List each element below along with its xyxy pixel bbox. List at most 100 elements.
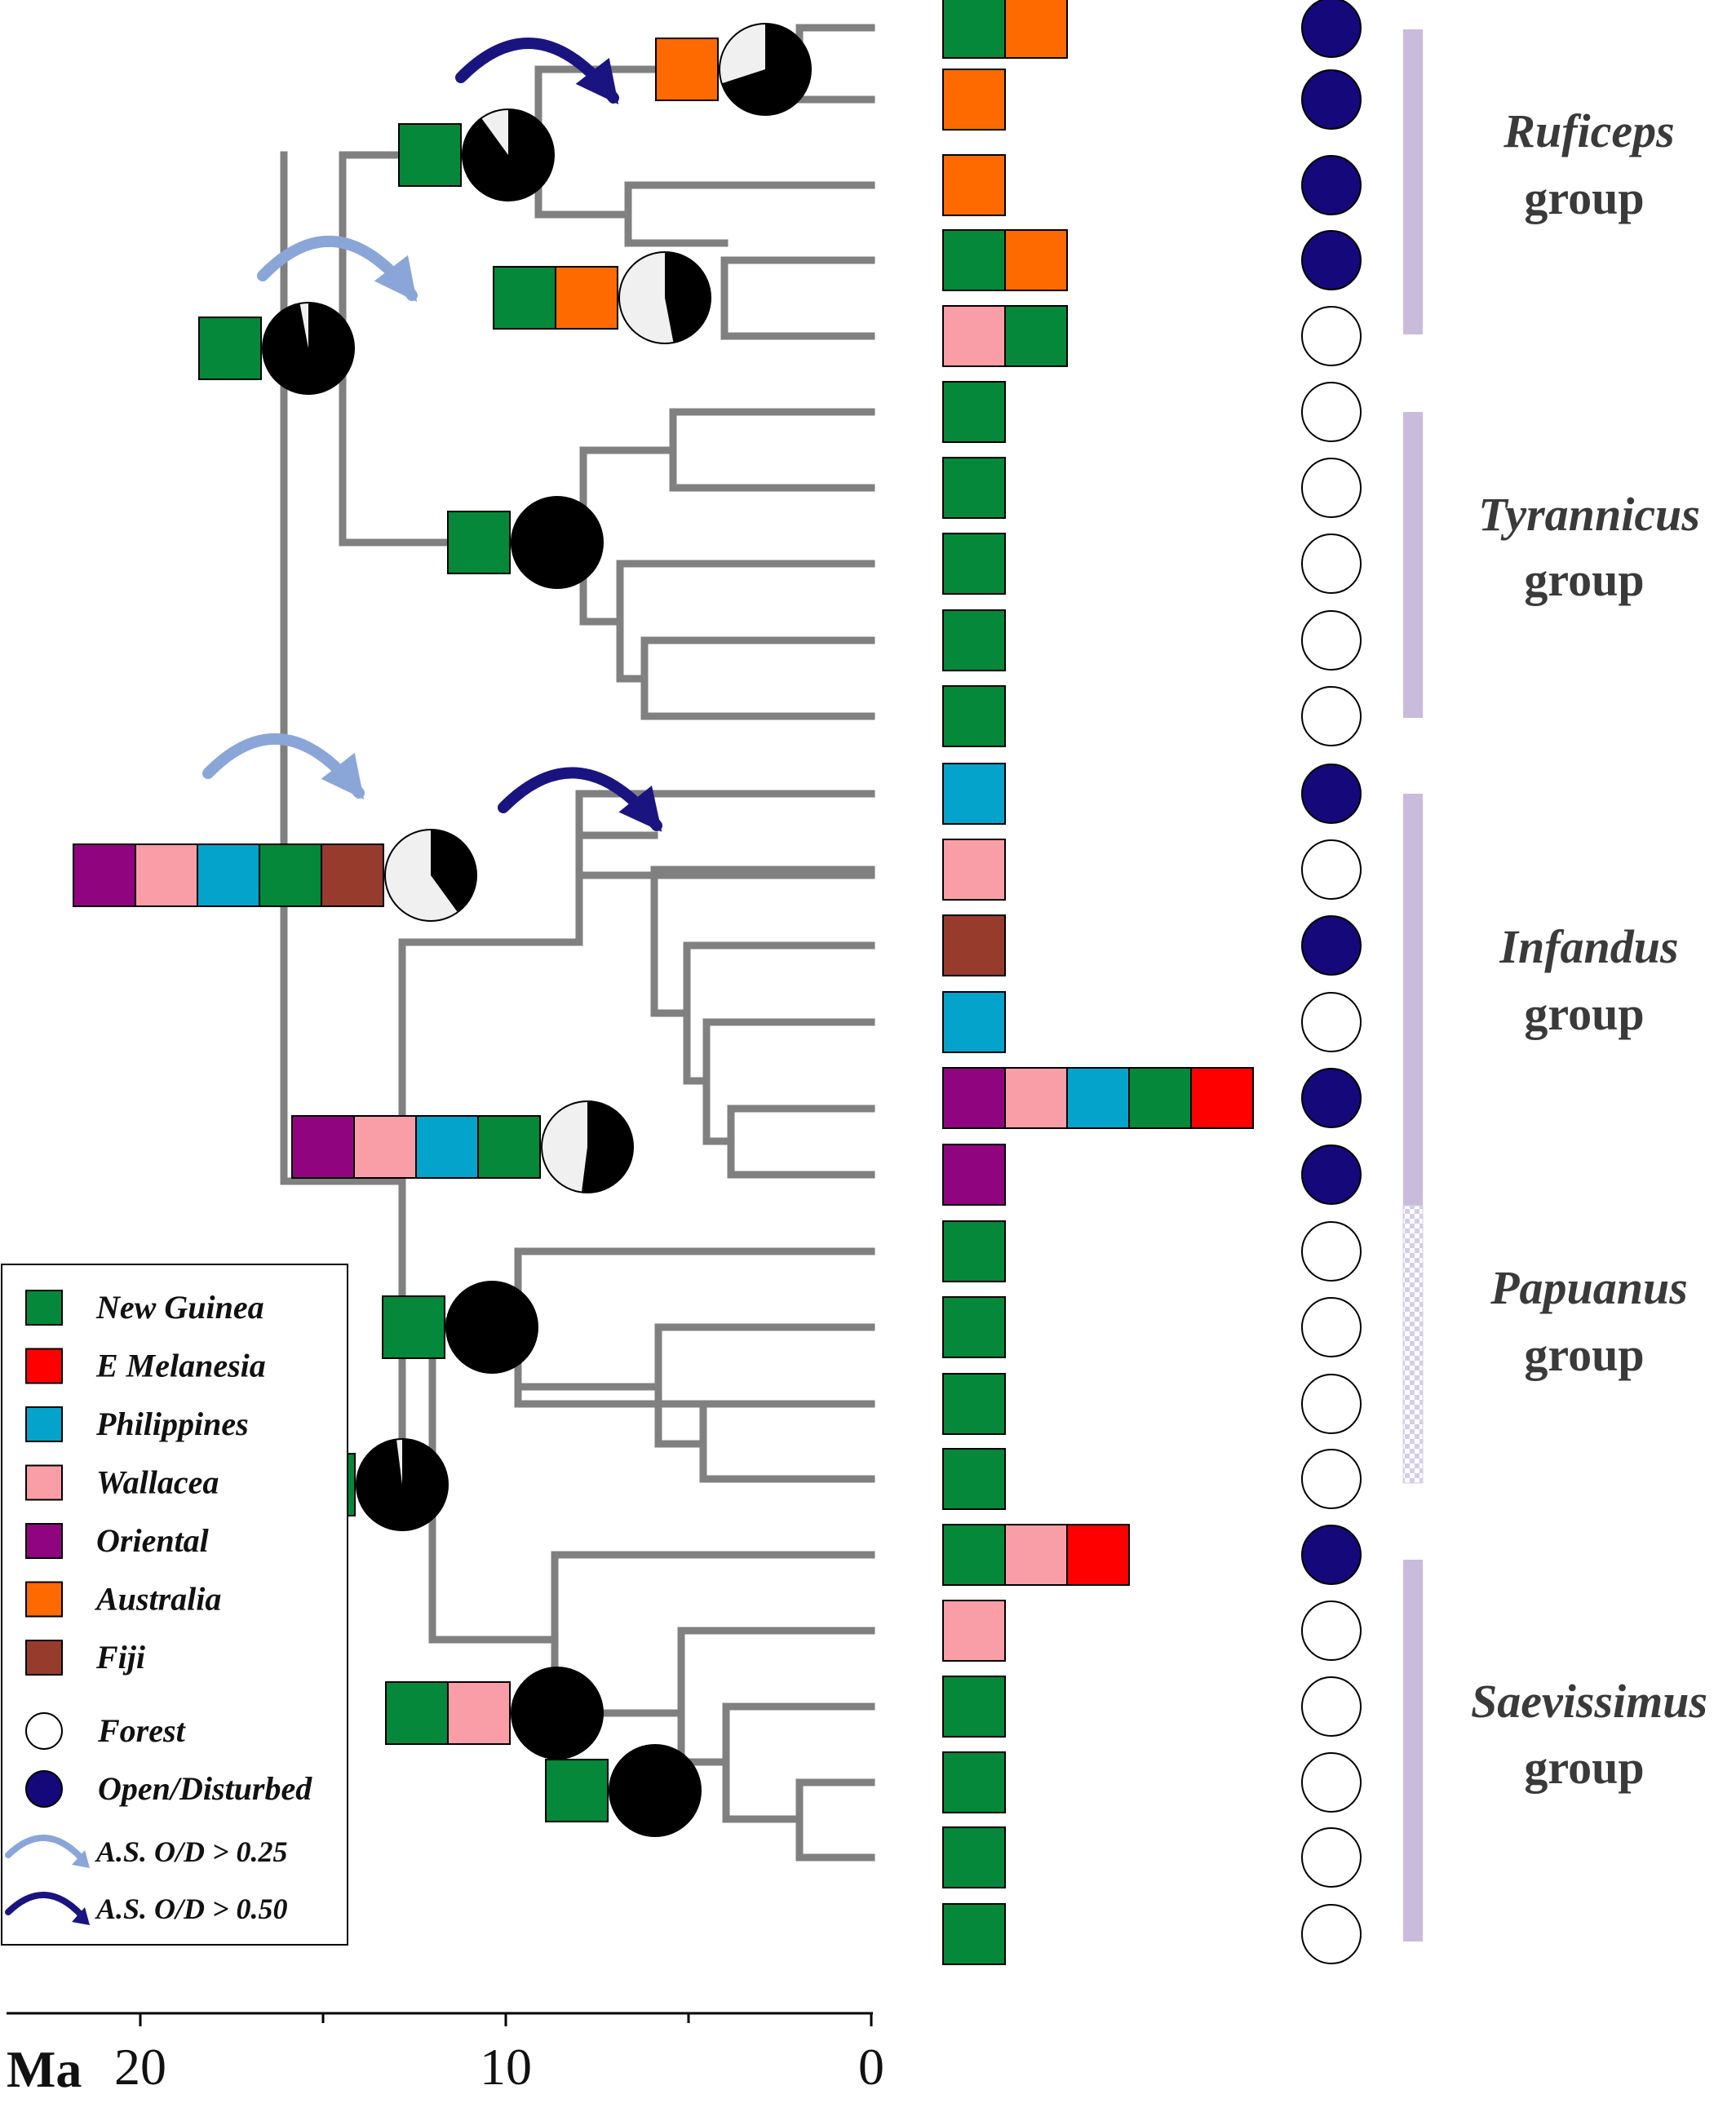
group-name: Papuanus bbox=[1490, 1261, 1688, 1314]
group-bar bbox=[1403, 794, 1423, 1206]
legend-swatch bbox=[25, 1581, 63, 1618]
habitat-circle bbox=[1301, 1525, 1362, 1585]
group-name: Ruficeps bbox=[1503, 104, 1674, 157]
group-bar bbox=[1403, 29, 1423, 334]
tip-region-box bbox=[1128, 1067, 1192, 1129]
arrow-light-head bbox=[321, 752, 365, 799]
node-pie-open bbox=[512, 1667, 603, 1759]
node-pie-open bbox=[263, 303, 355, 395]
legend-habitat-swatch bbox=[25, 1712, 63, 1750]
habitat-circle bbox=[1301, 915, 1362, 976]
group-name: Infandus bbox=[1499, 920, 1678, 973]
tip-region-box bbox=[942, 1448, 1006, 1510]
legend-label: New Guinea bbox=[95, 1289, 264, 1326]
tip-region-box bbox=[942, 0, 1006, 59]
axis-tick-label: 10 bbox=[480, 2038, 532, 2096]
habitat-circle bbox=[1301, 1600, 1362, 1661]
legend-habitat-swatch bbox=[25, 1770, 63, 1808]
tip-region-box bbox=[942, 229, 1006, 291]
tip-region-box bbox=[1004, 0, 1068, 59]
tip-region-box bbox=[942, 533, 1006, 595]
tip-region-box bbox=[942, 1751, 1006, 1813]
tip-region-box bbox=[1066, 1524, 1130, 1586]
tip-region-box bbox=[1004, 229, 1068, 291]
tip-region-box bbox=[1004, 1067, 1068, 1129]
tip-region-box bbox=[1004, 1524, 1068, 1586]
tip-region-box bbox=[942, 991, 1006, 1053]
legend-label: Philippines bbox=[95, 1406, 249, 1442]
legend-label: A.S. O/D > 0.50 bbox=[95, 1893, 288, 1925]
group-name: Saevissimus bbox=[1471, 1675, 1707, 1728]
tip-region-box bbox=[942, 69, 1006, 131]
node-region-box bbox=[197, 843, 260, 907]
legend-label: Forest bbox=[97, 1712, 187, 1749]
node-region-box bbox=[415, 1115, 479, 1179]
node-region-box bbox=[382, 1295, 445, 1359]
node-region-box bbox=[477, 1115, 541, 1179]
tip-region-box bbox=[942, 1903, 1006, 1965]
habitat-circle bbox=[1301, 1449, 1362, 1509]
tip-region-box bbox=[942, 1144, 1006, 1206]
node-region-box bbox=[198, 317, 262, 380]
habitat-circle bbox=[1301, 1221, 1362, 1282]
tip-region-box bbox=[1004, 305, 1068, 367]
legend-label: A.S. O/D > 0.25 bbox=[95, 1835, 288, 1868]
group-suffix: group bbox=[1524, 1328, 1644, 1381]
tip-region-box bbox=[942, 839, 1006, 901]
habitat-circle bbox=[1301, 1827, 1362, 1888]
legend-swatch bbox=[25, 1640, 63, 1676]
node-region-box bbox=[353, 1115, 417, 1179]
habitat-circle bbox=[1301, 69, 1362, 130]
node-pie-open bbox=[721, 24, 812, 116]
tip-habitat-circles bbox=[1301, 0, 1362, 1964]
tip-region-box bbox=[942, 1600, 1006, 1662]
legend-arrow-head bbox=[72, 1850, 90, 1868]
legend-arrow bbox=[5, 1835, 85, 1862]
habitat-circle bbox=[1301, 230, 1362, 290]
habitat-circle bbox=[1301, 1068, 1362, 1128]
habitat-transition-arrows bbox=[202, 38, 662, 832]
group-suffix: group bbox=[1524, 987, 1644, 1040]
group-bar bbox=[1402, 1205, 1424, 1484]
group-bar bbox=[1403, 412, 1423, 718]
node-pie-open bbox=[446, 1282, 538, 1373]
tip-region-box bbox=[942, 1826, 1006, 1888]
tip-region-box bbox=[942, 457, 1006, 519]
habitat-circle bbox=[1301, 1752, 1362, 1813]
habitat-circle bbox=[1301, 533, 1362, 594]
habitat-circle bbox=[1301, 306, 1362, 366]
legend-swatch bbox=[25, 1348, 63, 1384]
habitat-circle bbox=[1301, 458, 1362, 518]
legend-label: Fiji bbox=[95, 1639, 145, 1676]
tip-region-boxes bbox=[942, 0, 1254, 1965]
node-pie-open bbox=[463, 109, 555, 201]
legend-label: Open/Disturbed bbox=[98, 1770, 312, 1807]
legend-label: E Melanesia bbox=[95, 1348, 266, 1384]
habitat-circle bbox=[1301, 686, 1362, 746]
node-region-box bbox=[291, 1115, 355, 1179]
node-region-box bbox=[135, 843, 198, 907]
habitat-circle bbox=[1301, 0, 1362, 58]
tip-region-box bbox=[942, 1067, 1006, 1129]
arrow-light-head bbox=[374, 255, 418, 302]
habitat-circle bbox=[1301, 1904, 1362, 1964]
habitat-circle bbox=[1301, 1297, 1362, 1357]
legend-arrow bbox=[5, 1892, 85, 1919]
habitat-circle bbox=[1301, 764, 1362, 824]
tip-region-box bbox=[942, 1676, 1006, 1738]
axis-tick-label: 0 bbox=[858, 2038, 884, 2096]
tip-region-box bbox=[942, 154, 1006, 216]
ancestral-state-nodes bbox=[73, 23, 812, 1837]
legend-label: Oriental bbox=[96, 1522, 210, 1559]
legend-arrow-head bbox=[72, 1907, 90, 1925]
tip-region-box bbox=[942, 1373, 1006, 1435]
node-region-box bbox=[73, 843, 136, 907]
habitat-circle bbox=[1301, 155, 1362, 215]
node-pie-open bbox=[512, 497, 603, 588]
tip-region-box bbox=[942, 609, 1006, 671]
tip-region-box bbox=[942, 914, 1006, 976]
node-pie-open bbox=[431, 830, 476, 913]
tip-region-box bbox=[1066, 1067, 1130, 1129]
